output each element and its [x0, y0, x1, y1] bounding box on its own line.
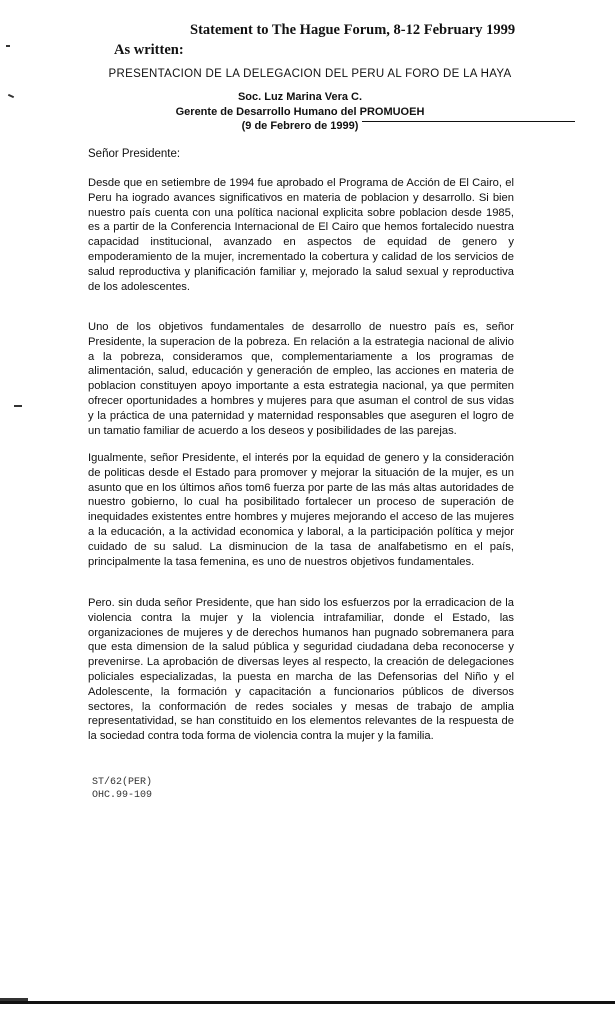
reference-line-1: ST/62(PER) — [92, 777, 153, 788]
signatory-position: Gerente de Desarrollo Humano del PROMUOE… — [175, 105, 425, 118]
reference-line-2: OHC.99-109 — [92, 790, 153, 801]
statement-header: Statement to The Hague Forum, 8-12 Febru… — [190, 22, 516, 38]
document-title: PRESENTACION DE LA DELEGACION DEL PERU A… — [108, 68, 512, 80]
signatory-name: Soc. Luz Marina Vera C. — [237, 91, 363, 103]
signatory-block: Soc. Luz Marina Vera C. Gerente de Desar… — [60, 90, 540, 134]
paragraph-3: Igualmente, señor Presidente, el interés… — [88, 452, 514, 568]
paragraph-4: Pero. sin duda señor Presidente, que han… — [88, 597, 514, 743]
paragraph-2: Uno de los objetivos fundamentales de de… — [88, 321, 514, 437]
reference-code: ST/62(PER) OHC.99-109 — [92, 776, 152, 802]
scan-mark — [14, 405, 22, 407]
salutation: Señor Presidente: — [88, 148, 181, 160]
scan-mark — [0, 998, 28, 1001]
scan-mark — [6, 45, 10, 47]
bottom-rule — [0, 1001, 615, 1004]
scan-mark — [7, 93, 15, 99]
signatory-date: (9 de Febrero de 1999) — [241, 120, 359, 132]
paragraph-1: Desde que en setiembre de 1994 fue aprob… — [88, 177, 514, 293]
as-written-label: As written: — [114, 42, 184, 58]
header-rule — [362, 121, 575, 122]
